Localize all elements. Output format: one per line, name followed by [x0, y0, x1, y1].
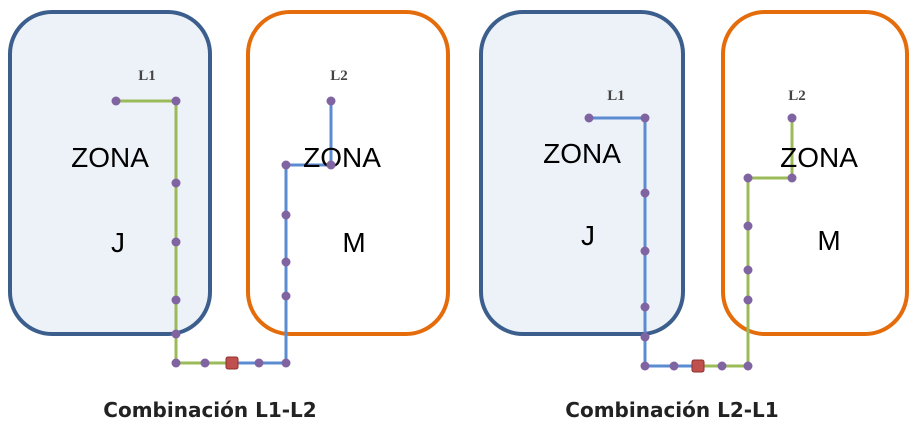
node [743, 295, 753, 305]
node [640, 302, 650, 312]
node [584, 113, 594, 123]
zone-j-title: ZONA [543, 138, 621, 169]
node [171, 96, 181, 106]
label-l1: L1 [138, 68, 156, 84]
caption-left: Combinación L1-L2 [103, 398, 317, 422]
caption-right: Combinación L2-L1 [565, 398, 779, 422]
zone-j-title: ZONA [71, 142, 149, 173]
zone-m-letter: M [342, 227, 365, 258]
zone-m-title: ZONA [303, 142, 381, 173]
node [787, 173, 797, 183]
node [787, 113, 797, 123]
node [640, 113, 650, 123]
zone-j-letter: J [581, 220, 595, 251]
node [640, 188, 650, 198]
node [640, 361, 650, 371]
node [717, 361, 727, 371]
node [281, 160, 291, 170]
node [171, 237, 181, 247]
zone-m-box [721, 10, 909, 336]
node [743, 173, 753, 183]
zone-m-title: ZONA [780, 142, 858, 173]
node [743, 361, 753, 371]
node [171, 178, 181, 188]
node [640, 246, 650, 256]
node [281, 257, 291, 267]
node [281, 291, 291, 301]
node [254, 358, 264, 368]
node [640, 332, 650, 342]
center-node [691, 359, 705, 373]
node [669, 361, 679, 371]
center-node [225, 356, 239, 370]
node [743, 221, 753, 231]
diagram: ZONA J ZONA M L1 L2 [8, 10, 909, 373]
label-l1: L1 [607, 88, 625, 104]
zone-j-box [479, 10, 685, 336]
node [281, 210, 291, 220]
nodes [111, 96, 336, 368]
panel-1: ZONA J ZONA M L1 L2 [8, 10, 450, 370]
node [171, 358, 181, 368]
node [281, 358, 291, 368]
node [171, 329, 181, 339]
zone-m-letter: M [817, 225, 840, 256]
node [111, 96, 121, 106]
node [326, 160, 336, 170]
label-l2: L2 [330, 68, 348, 84]
label-l2: L2 [788, 88, 806, 104]
zone-j-box [8, 10, 212, 336]
node [200, 358, 210, 368]
node [743, 265, 753, 275]
zone-m-box [246, 10, 450, 336]
panel-2: ZONA J ZONA M L1 L2 [479, 10, 909, 373]
node [326, 96, 336, 106]
zone-j-letter: J [111, 227, 125, 258]
nodes [584, 113, 797, 371]
node [171, 295, 181, 305]
